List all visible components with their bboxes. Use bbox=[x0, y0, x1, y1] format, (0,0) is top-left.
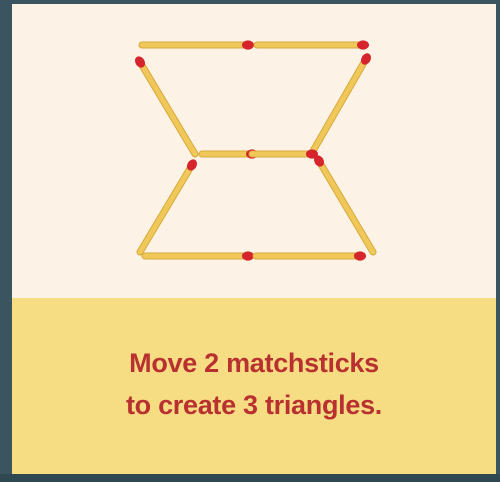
matchstick-upper-right-diagonal[interactable] bbox=[309, 52, 373, 155]
matchstick-figure bbox=[133, 40, 377, 261]
matchstick-lower-left-diagonal[interactable] bbox=[136, 157, 199, 256]
caption-band: Move 2 matchsticks to create 3 triangles… bbox=[12, 298, 496, 474]
instruction-line-2: to create 3 triangles. bbox=[125, 390, 382, 420]
matchstick-puzzle bbox=[12, 4, 496, 298]
matchstick-head bbox=[313, 155, 325, 167]
matchstick-head bbox=[134, 56, 146, 68]
matchstick-middle-right[interactable] bbox=[248, 149, 318, 159]
matchstick-head bbox=[354, 251, 366, 261]
matchstick-head bbox=[361, 53, 371, 65]
matchstick-head bbox=[242, 251, 254, 261]
matchstick-bottom-right[interactable] bbox=[252, 251, 366, 261]
matchstick-top-right[interactable] bbox=[253, 40, 369, 50]
matchstick-lower-right-diagonal[interactable] bbox=[312, 153, 377, 256]
matchstick-head bbox=[242, 40, 254, 50]
instruction-line-1: Move 2 matchsticks bbox=[129, 348, 379, 378]
matchstick-bottom-left[interactable] bbox=[141, 251, 254, 261]
matchstick-upper-left-diagonal[interactable] bbox=[133, 54, 199, 158]
puzzle-card: Move 2 matchsticks to create 3 triangles… bbox=[12, 4, 496, 474]
bottom-border bbox=[0, 474, 500, 482]
matchstick-head bbox=[306, 149, 318, 159]
matchstick-head bbox=[357, 40, 369, 50]
matchstick-head bbox=[186, 159, 198, 171]
matchstick-top-left[interactable] bbox=[138, 40, 254, 50]
